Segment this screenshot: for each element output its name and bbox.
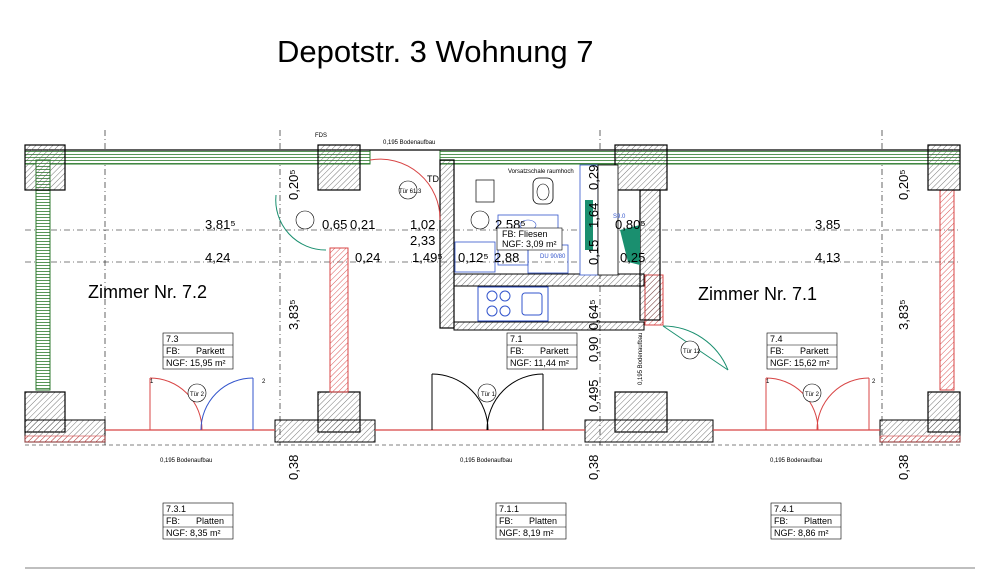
dim-v-0205-left: 0,20⁵ — [286, 169, 301, 200]
room-box-ngf: NGF: 8,86 m² — [774, 528, 829, 538]
dim-288: 2,88 — [494, 250, 519, 265]
dim-v-0205-right: 0,20⁵ — [896, 169, 911, 200]
room-box-id: 7.1.1 — [499, 504, 519, 514]
dim-v-038-mid: 0,38 — [586, 455, 601, 480]
corridor-bands — [24, 419, 961, 443]
room-box-ngf: NGF: 8,19 m² — [499, 528, 554, 538]
room-box-fb-value: Parkett — [196, 346, 225, 356]
room-box-ngf: NGF: 15,95 m² — [166, 358, 226, 368]
room-name-7-2: Zimmer Nr. 7.2 — [88, 282, 207, 302]
dim-424: 4,24 — [205, 250, 230, 265]
label-s90: S9.0 — [613, 214, 626, 220]
room-box-7-3-1: 7.3.1 FB: Platten NGF: 8,35 m² — [162, 502, 234, 540]
room-box-fb-value: Platten — [196, 516, 224, 526]
label-bodenaufbau-1: 0,195 Bodenaufbau — [160, 458, 212, 464]
dim-v-038-left: 0,38 — [286, 455, 301, 480]
bath-kitchen-core — [439, 159, 661, 331]
door-side-1b: 1 — [766, 379, 770, 385]
room-box-7-1: 7.1 FB: Parkett NGF: 11,44 m² — [506, 332, 578, 370]
room-box-7-3: 7.3 FB: Parkett NGF: 15,95 m² — [162, 332, 234, 370]
dim-v-164: 1,64 — [586, 203, 601, 228]
top-exterior-wall — [24, 149, 961, 165]
room-box-fb-value: Platten — [529, 516, 557, 526]
dim-024: 0,24 — [355, 250, 380, 265]
dim-025: 0,25 — [620, 250, 645, 265]
left-exterior-wall — [35, 159, 51, 391]
dim-v-0495: 0,495 — [586, 379, 601, 412]
dim-v-029: 0,29 — [586, 165, 601, 190]
door-side-2b: 2 — [872, 379, 876, 385]
dim-0805: 0,80⁵ — [615, 217, 646, 232]
dim-413: 4,13 — [815, 250, 840, 265]
room-box-ngf: NGF: 8,35 m² — [166, 528, 221, 538]
room-box-fb-label: FB: — [166, 516, 180, 526]
bath-fb: FB: Fliesen — [502, 229, 548, 239]
room-name-7-1: Zimmer Nr. 7.1 — [698, 284, 817, 304]
label-du: DU 90/80 — [540, 254, 566, 260]
label-vorsatzschale: Vorsatzschale raumhoch — [508, 169, 574, 175]
label-fds: FDS — [315, 133, 327, 139]
door-label-tuer12: Tür 12 — [683, 349, 701, 355]
bath-ngf: NGF: 3,09 m² — [502, 239, 557, 249]
dim-v-015: 0,15 — [586, 240, 601, 265]
label-bodenaufbau-3: 0,195 Bodenaufbau — [770, 458, 822, 464]
room-box-fb-label: FB: — [510, 346, 524, 356]
door-side-2a: 2 — [262, 379, 266, 385]
label-td: TD — [427, 174, 439, 184]
room-box-id: 7.4.1 — [774, 504, 794, 514]
dim-0125: 0,12⁵ — [458, 250, 489, 265]
room-box-id: 7.3.1 — [166, 504, 186, 514]
room-box-fb-label: FB: — [774, 516, 788, 526]
room-box-fb-value: Parkett — [540, 346, 569, 356]
dim-381: 3,81⁵ — [205, 217, 236, 232]
room-box-7-1-1: 7.1.1 FB: Platten NGF: 8,19 m² — [495, 502, 567, 540]
dim-v-064: 0,64⁵ — [586, 299, 601, 330]
room-box-7-4: 7.4 FB: Parkett NGF: 15,62 m² — [766, 332, 838, 370]
room-box-id: 7.1 — [510, 334, 523, 344]
dim-v-3835-left: 3,83⁵ — [286, 299, 301, 330]
door-label-tuer1: Tür 1 — [481, 392, 496, 398]
door-tags — [187, 180, 822, 403]
label-bodenaufbau-top: 0,195 Bodenaufbau — [383, 140, 435, 146]
label-bodenaufbau-2: 0,195 Bodenaufbau — [460, 458, 512, 464]
dim-233: 2,33 — [410, 233, 435, 248]
room-box-ngf: NGF: 11,44 m² — [510, 358, 569, 368]
room-box-fb-label: FB: — [499, 516, 513, 526]
dim-385: 3,85 — [815, 217, 840, 232]
dim-102: 1,02 — [410, 217, 435, 232]
room-box-id: 7.3 — [166, 334, 179, 344]
dim-v-3835-right: 3,83⁵ — [896, 299, 911, 330]
bath-info-box: FB: Fliesen NGF: 3,09 m² — [496, 227, 563, 251]
dim-065: 0,65 — [322, 217, 347, 232]
dim-1495: 1,49⁵ — [412, 250, 443, 265]
room-box-fb-label: FB: — [770, 346, 784, 356]
room-box-fb-label: FB: — [166, 346, 180, 356]
dim-v-090: 0,90 — [586, 337, 601, 362]
room-box-ngf: NGF: 15,62 m² — [770, 358, 830, 368]
room-box-7-4-1: 7.4.1 FB: Platten NGF: 8,86 m² — [770, 502, 842, 540]
room-box-fb-value: Parkett — [800, 346, 829, 356]
room-box-fb-value: Platten — [804, 516, 832, 526]
door-label-tuer613: Tür 61.3 — [399, 189, 422, 195]
dim-021: 0,21 — [350, 217, 375, 232]
door-side-1a: 1 — [150, 379, 154, 385]
label-bodenaufbau-vert: 0,195 Bodenaufbau — [638, 333, 644, 385]
room-box-id: 7.4 — [770, 334, 783, 344]
door-label-tuer2a: Tür 2 — [190, 392, 205, 398]
right-exterior-wall — [939, 189, 955, 391]
door-label-tuer2b: Tür 2 — [805, 392, 820, 398]
dim-v-038-right: 0,38 — [896, 455, 911, 480]
title-text: Depotstr. 3 Wohnung 7 — [277, 34, 594, 69]
